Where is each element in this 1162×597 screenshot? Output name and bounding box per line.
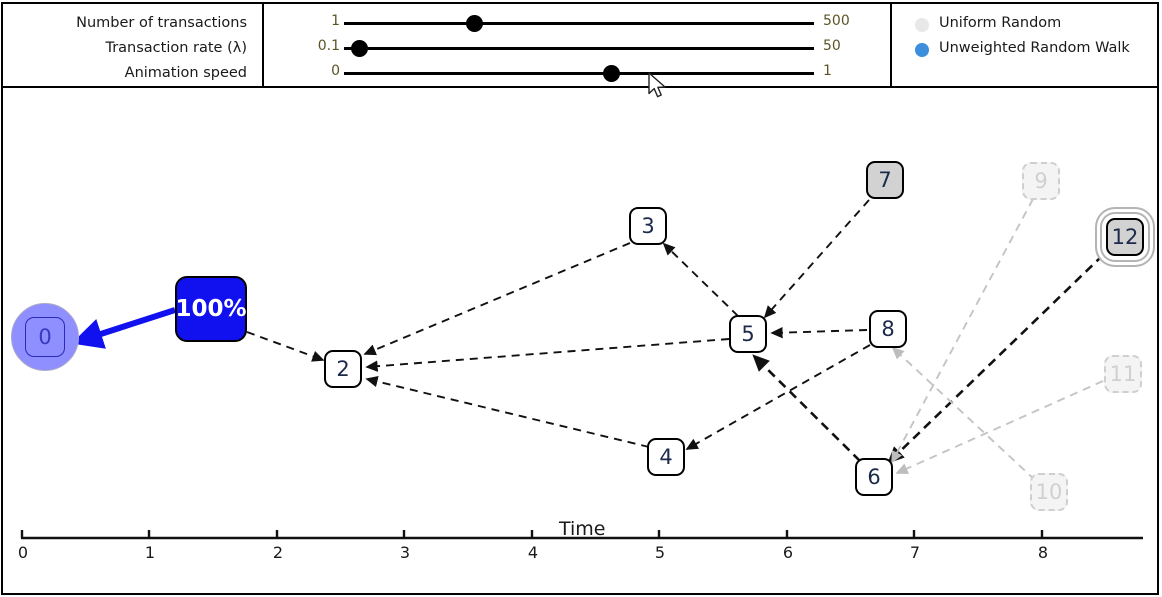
slider-max-label: 1 (823, 63, 832, 79)
edge-8-5 (770, 326, 868, 339)
tick-label-3: 3 (399, 543, 411, 562)
graph-canvas[interactable]: 0 100% 2 3 4 5 6 8 7 12 9 10 11 Time 0 1… (1, 88, 1159, 595)
slider-thumb[interactable] (466, 15, 483, 32)
node-4[interactable]: 4 (647, 438, 685, 476)
tick-label-5: 5 (654, 543, 666, 562)
tick-label-2: 2 (272, 543, 284, 562)
panel-divider-1 (262, 4, 264, 86)
node-8[interactable]: 8 (869, 310, 907, 348)
sliders-group: 1 500 0.1 50 0 1 (264, 4, 891, 86)
node-0-label: 0 (25, 317, 65, 357)
tick-label-7: 7 (909, 543, 921, 562)
legend-swatch-icon (915, 18, 929, 32)
time-axis-ticks (20, 530, 1044, 538)
tick-label-1: 1 (144, 543, 156, 562)
slider-thumb[interactable] (351, 40, 368, 57)
edge-5-3 (662, 242, 739, 317)
slider-number-of-transactions[interactable]: 1 500 (264, 11, 891, 39)
edge-root-highlight (71, 307, 176, 349)
edge-10-8 (891, 346, 1036, 481)
node-7[interactable]: 7 (866, 161, 904, 199)
node-3[interactable]: 3 (629, 207, 667, 245)
legend-panel: Uniform Random Unweighted Random Walk (893, 4, 1157, 86)
label-animation-speed: Animation speed (124, 65, 247, 81)
slider-min-label: 1 (331, 13, 340, 29)
node-6[interactable]: 6 (855, 458, 893, 496)
slider-track[interactable] (344, 72, 814, 75)
tick-label-4: 4 (527, 543, 539, 562)
edge-4-2 (365, 375, 650, 448)
axis-title: Time (559, 518, 606, 540)
panel-divider-2 (890, 4, 892, 86)
control-panel: Number of transactions Transaction rate … (1, 2, 1159, 88)
node-0[interactable]: 0 (11, 303, 79, 371)
slider-min-label: 0 (331, 63, 340, 79)
graph-edges (20, 198, 1143, 540)
slider-animation-speed[interactable]: 0 1 (264, 61, 891, 89)
control-labels: Number of transactions Transaction rate … (3, 4, 261, 86)
slider-track[interactable] (344, 47, 814, 50)
legend-label: Uniform Random (939, 15, 1062, 31)
edge-3-2 (363, 242, 631, 356)
node-10[interactable]: 10 (1030, 473, 1068, 511)
edge-9-6 (891, 198, 1034, 464)
edge-8-4 (685, 344, 871, 450)
legend-swatch-icon (915, 43, 929, 57)
slider-min-label: 0.1 (317, 38, 340, 54)
node-9[interactable]: 9 (1022, 162, 1060, 200)
node-11[interactable]: 11 (1104, 355, 1142, 393)
node-5[interactable]: 5 (729, 315, 767, 353)
tick-label-8: 8 (1037, 543, 1049, 562)
slider-track[interactable] (344, 22, 814, 25)
node-12[interactable]: 12 (1106, 218, 1144, 256)
edge-pct-2 (246, 331, 325, 362)
slider-transaction-rate[interactable]: 0.1 50 (264, 36, 891, 64)
label-transaction-rate: Transaction rate (λ) (105, 40, 247, 56)
label-number-of-transactions: Number of transactions (76, 15, 247, 31)
edge-6-5 (752, 354, 861, 462)
edge-12-6 (887, 254, 1104, 464)
probability-badge[interactable]: 100% (175, 276, 247, 342)
legend-label: Unweighted Random Walk (939, 40, 1130, 56)
slider-max-label: 50 (823, 38, 841, 54)
edge-7-5 (763, 199, 870, 319)
slider-max-label: 500 (823, 13, 850, 29)
slider-thumb[interactable] (603, 65, 620, 82)
edge-11-6 (895, 380, 1104, 474)
tick-label-0: 0 (17, 543, 29, 562)
edge-5-2 (365, 338, 730, 372)
node-2[interactable]: 2 (324, 350, 362, 388)
tick-label-6: 6 (782, 543, 794, 562)
